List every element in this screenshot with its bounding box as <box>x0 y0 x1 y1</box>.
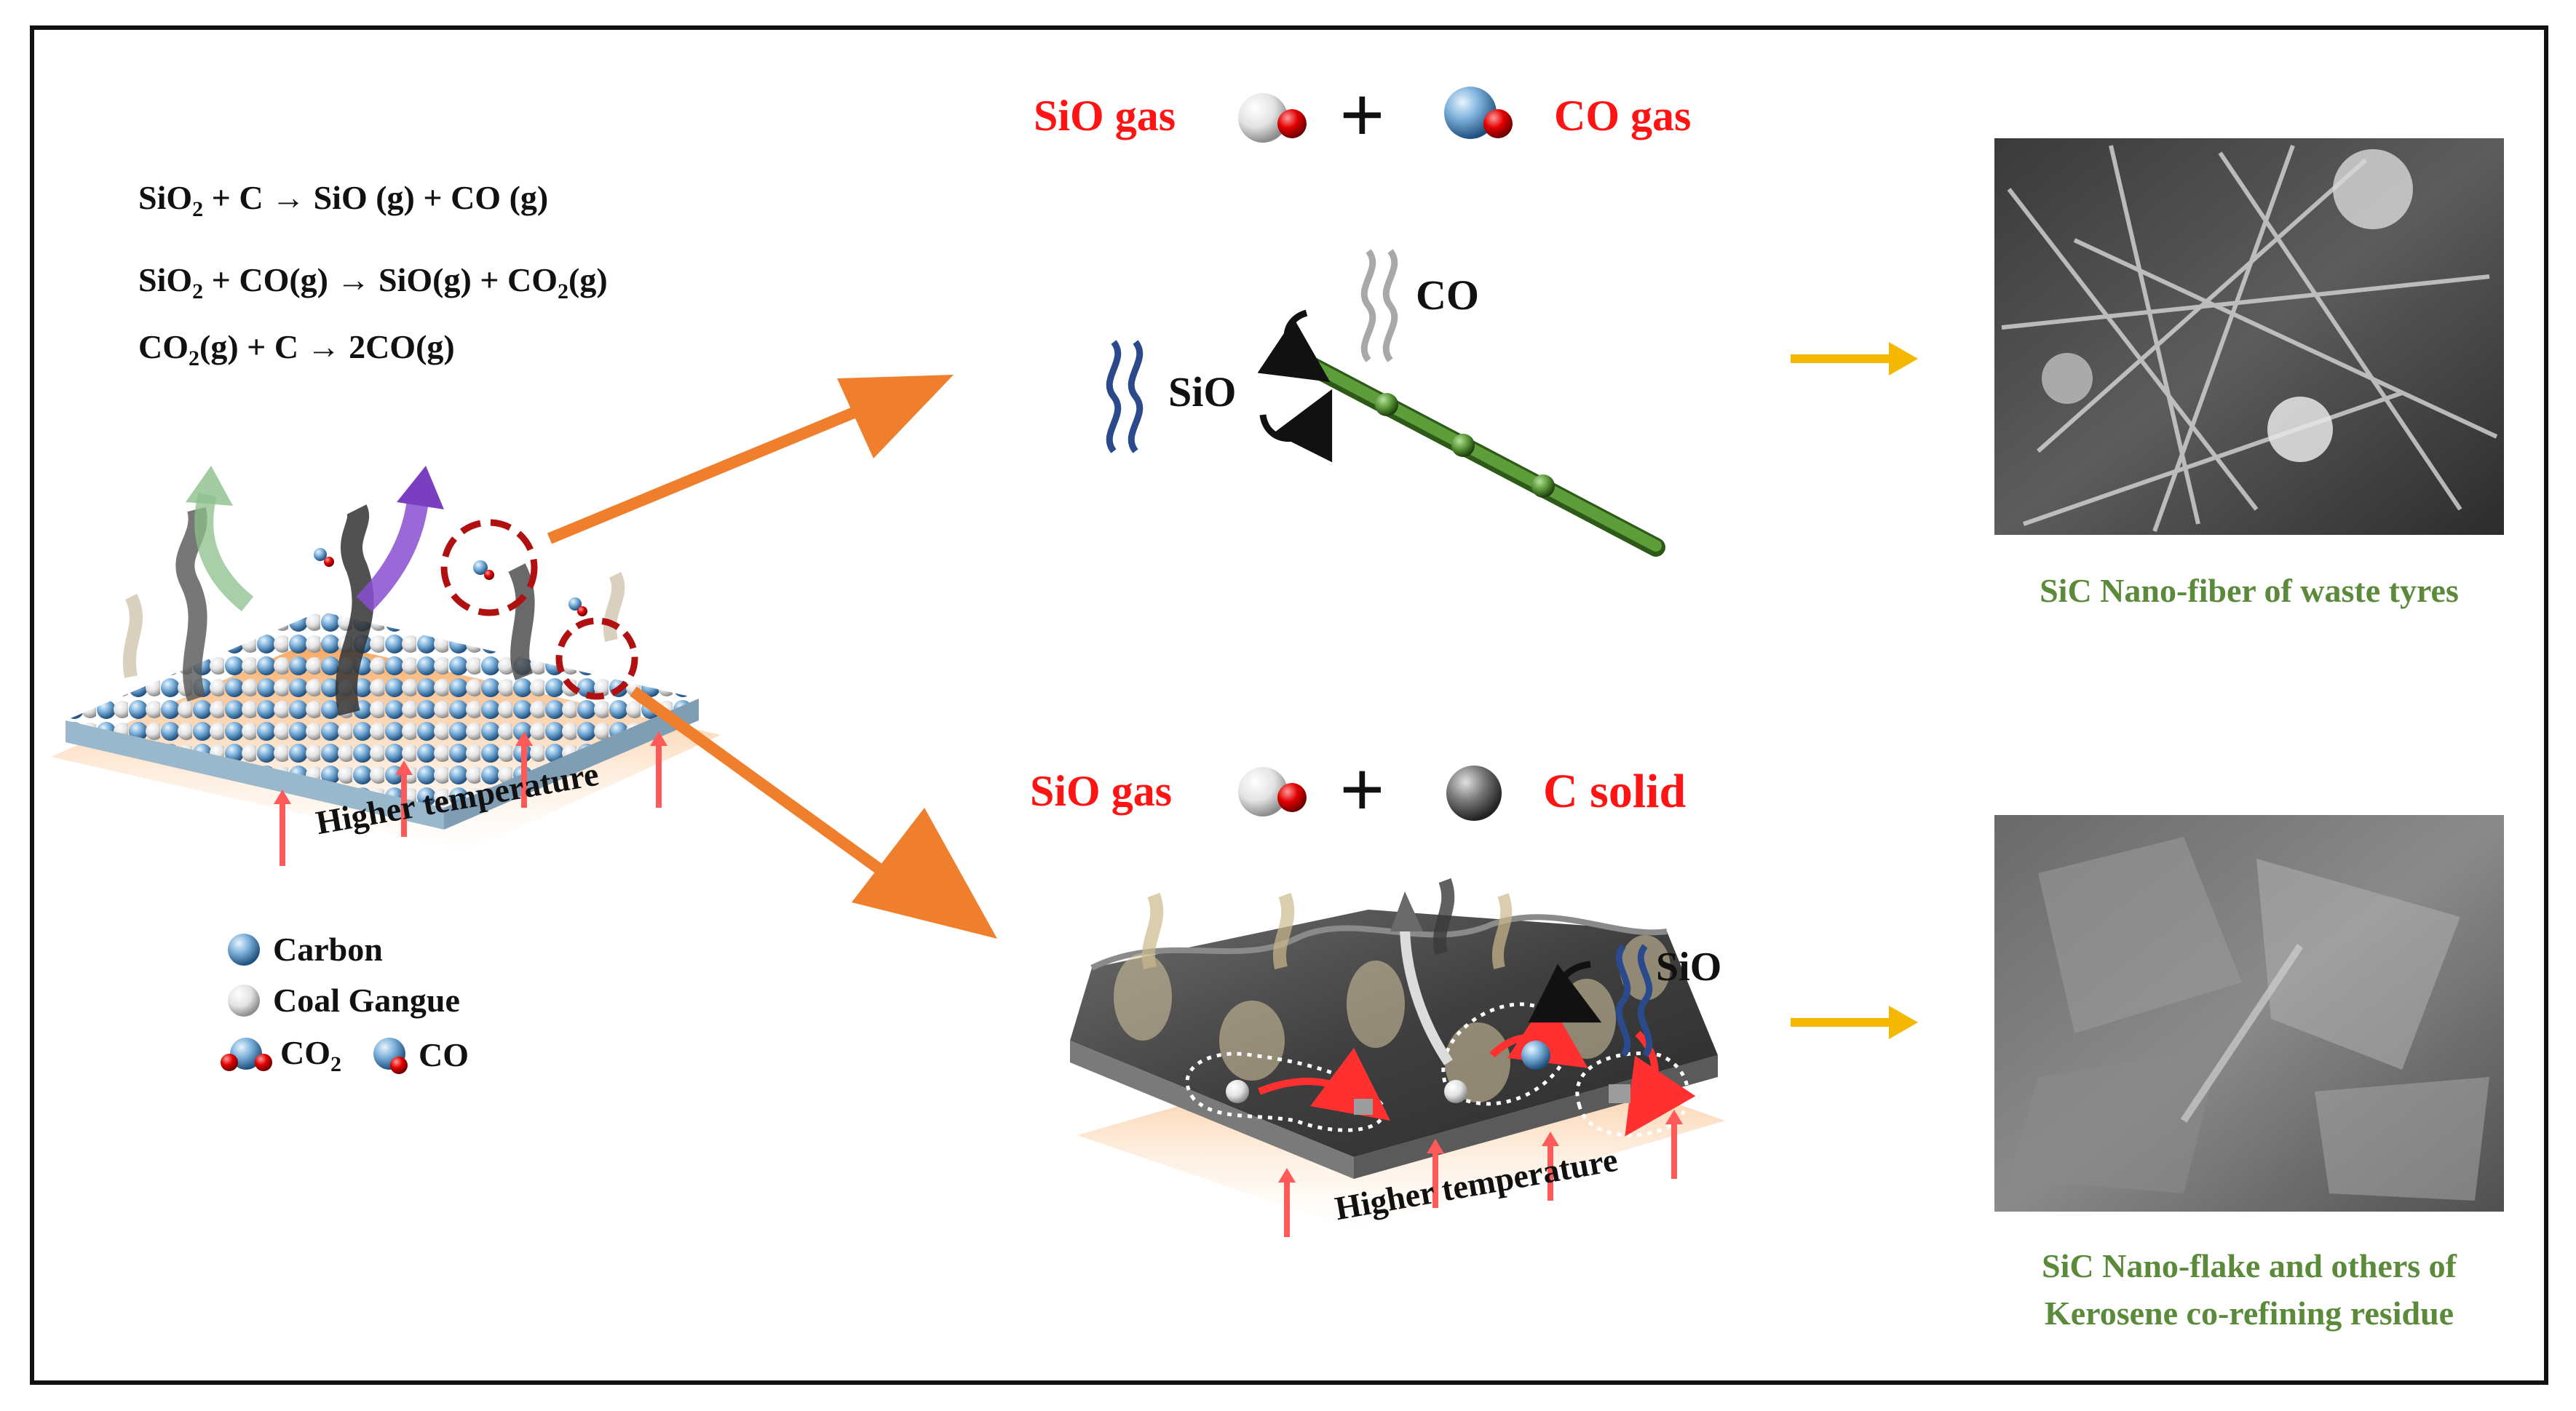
carbon-legend-icon <box>228 934 260 966</box>
dashed-circle-1 <box>440 519 538 616</box>
bottom-c-solid-label: C solid <box>1543 765 1687 818</box>
sio-wave-bottom <box>1615 944 1653 1057</box>
sio-wave-top <box>1106 340 1144 453</box>
sio-molecule-bottom <box>1238 767 1307 816</box>
co-legend-icon <box>373 1038 408 1074</box>
caption-top: SiC Nano-fiber of waste tyres <box>2040 572 2459 609</box>
flake-sio-label: SiO <box>1656 945 1722 990</box>
sem-image-bottom <box>1994 815 2504 1212</box>
left-surface <box>51 466 721 866</box>
equation-1: SiO2 + C → SiO (g) + CO (g) <box>138 179 549 222</box>
c-solid-sphere <box>1446 766 1502 821</box>
co-molecule-top <box>1444 87 1513 139</box>
legend-co-label: CO <box>419 1036 469 1073</box>
nanofiber <box>1301 356 1665 557</box>
equation-2: SiO2 + CO(g) → SiO(g) + CO2(g) <box>138 261 608 304</box>
gangue-legend-icon <box>228 985 260 1017</box>
yellow-arrow-bottom <box>1791 1006 1918 1039</box>
dashed-circle-2 <box>555 617 638 700</box>
top-co-gas-label: CO gas <box>1554 92 1692 140</box>
fiber-sio-label: SiO <box>1168 368 1237 416</box>
legend-icons <box>221 934 408 1074</box>
heat-arrows-left <box>280 742 662 866</box>
legend-co2-label: CO2 <box>280 1034 341 1077</box>
co-wave-top <box>1360 249 1398 362</box>
caption-bottom-line2: Kerosene co-refining residue <box>2044 1295 2454 1332</box>
caption-bottom-line1: SiC Nano-flake and others of <box>2042 1247 2457 1284</box>
legend-carbon-label: Carbon <box>273 931 383 968</box>
yellow-arrow-top <box>1791 342 1918 375</box>
fiber-co-label: CO <box>1416 271 1479 319</box>
orange-arrow-up <box>547 375 954 544</box>
bottom-sio-gas-label: SiO gas <box>1030 767 1173 815</box>
sem-image-top <box>1994 138 2504 535</box>
equation-3: CO2(g) + C → 2CO(g) <box>138 328 455 371</box>
outer-frame <box>30 25 2548 1385</box>
orange-arrow-down <box>630 686 997 939</box>
top-plus-sign: + <box>1339 71 1385 159</box>
legend-gangue-label: Coal Gangue <box>273 982 460 1019</box>
sio-molecule-top <box>1238 93 1307 143</box>
bottom-plus-sign: + <box>1339 745 1385 834</box>
co2-legend-icon <box>221 1038 272 1071</box>
top-sio-gas-label: SiO gas <box>1034 92 1176 140</box>
bottom-surface <box>1070 878 1725 1237</box>
